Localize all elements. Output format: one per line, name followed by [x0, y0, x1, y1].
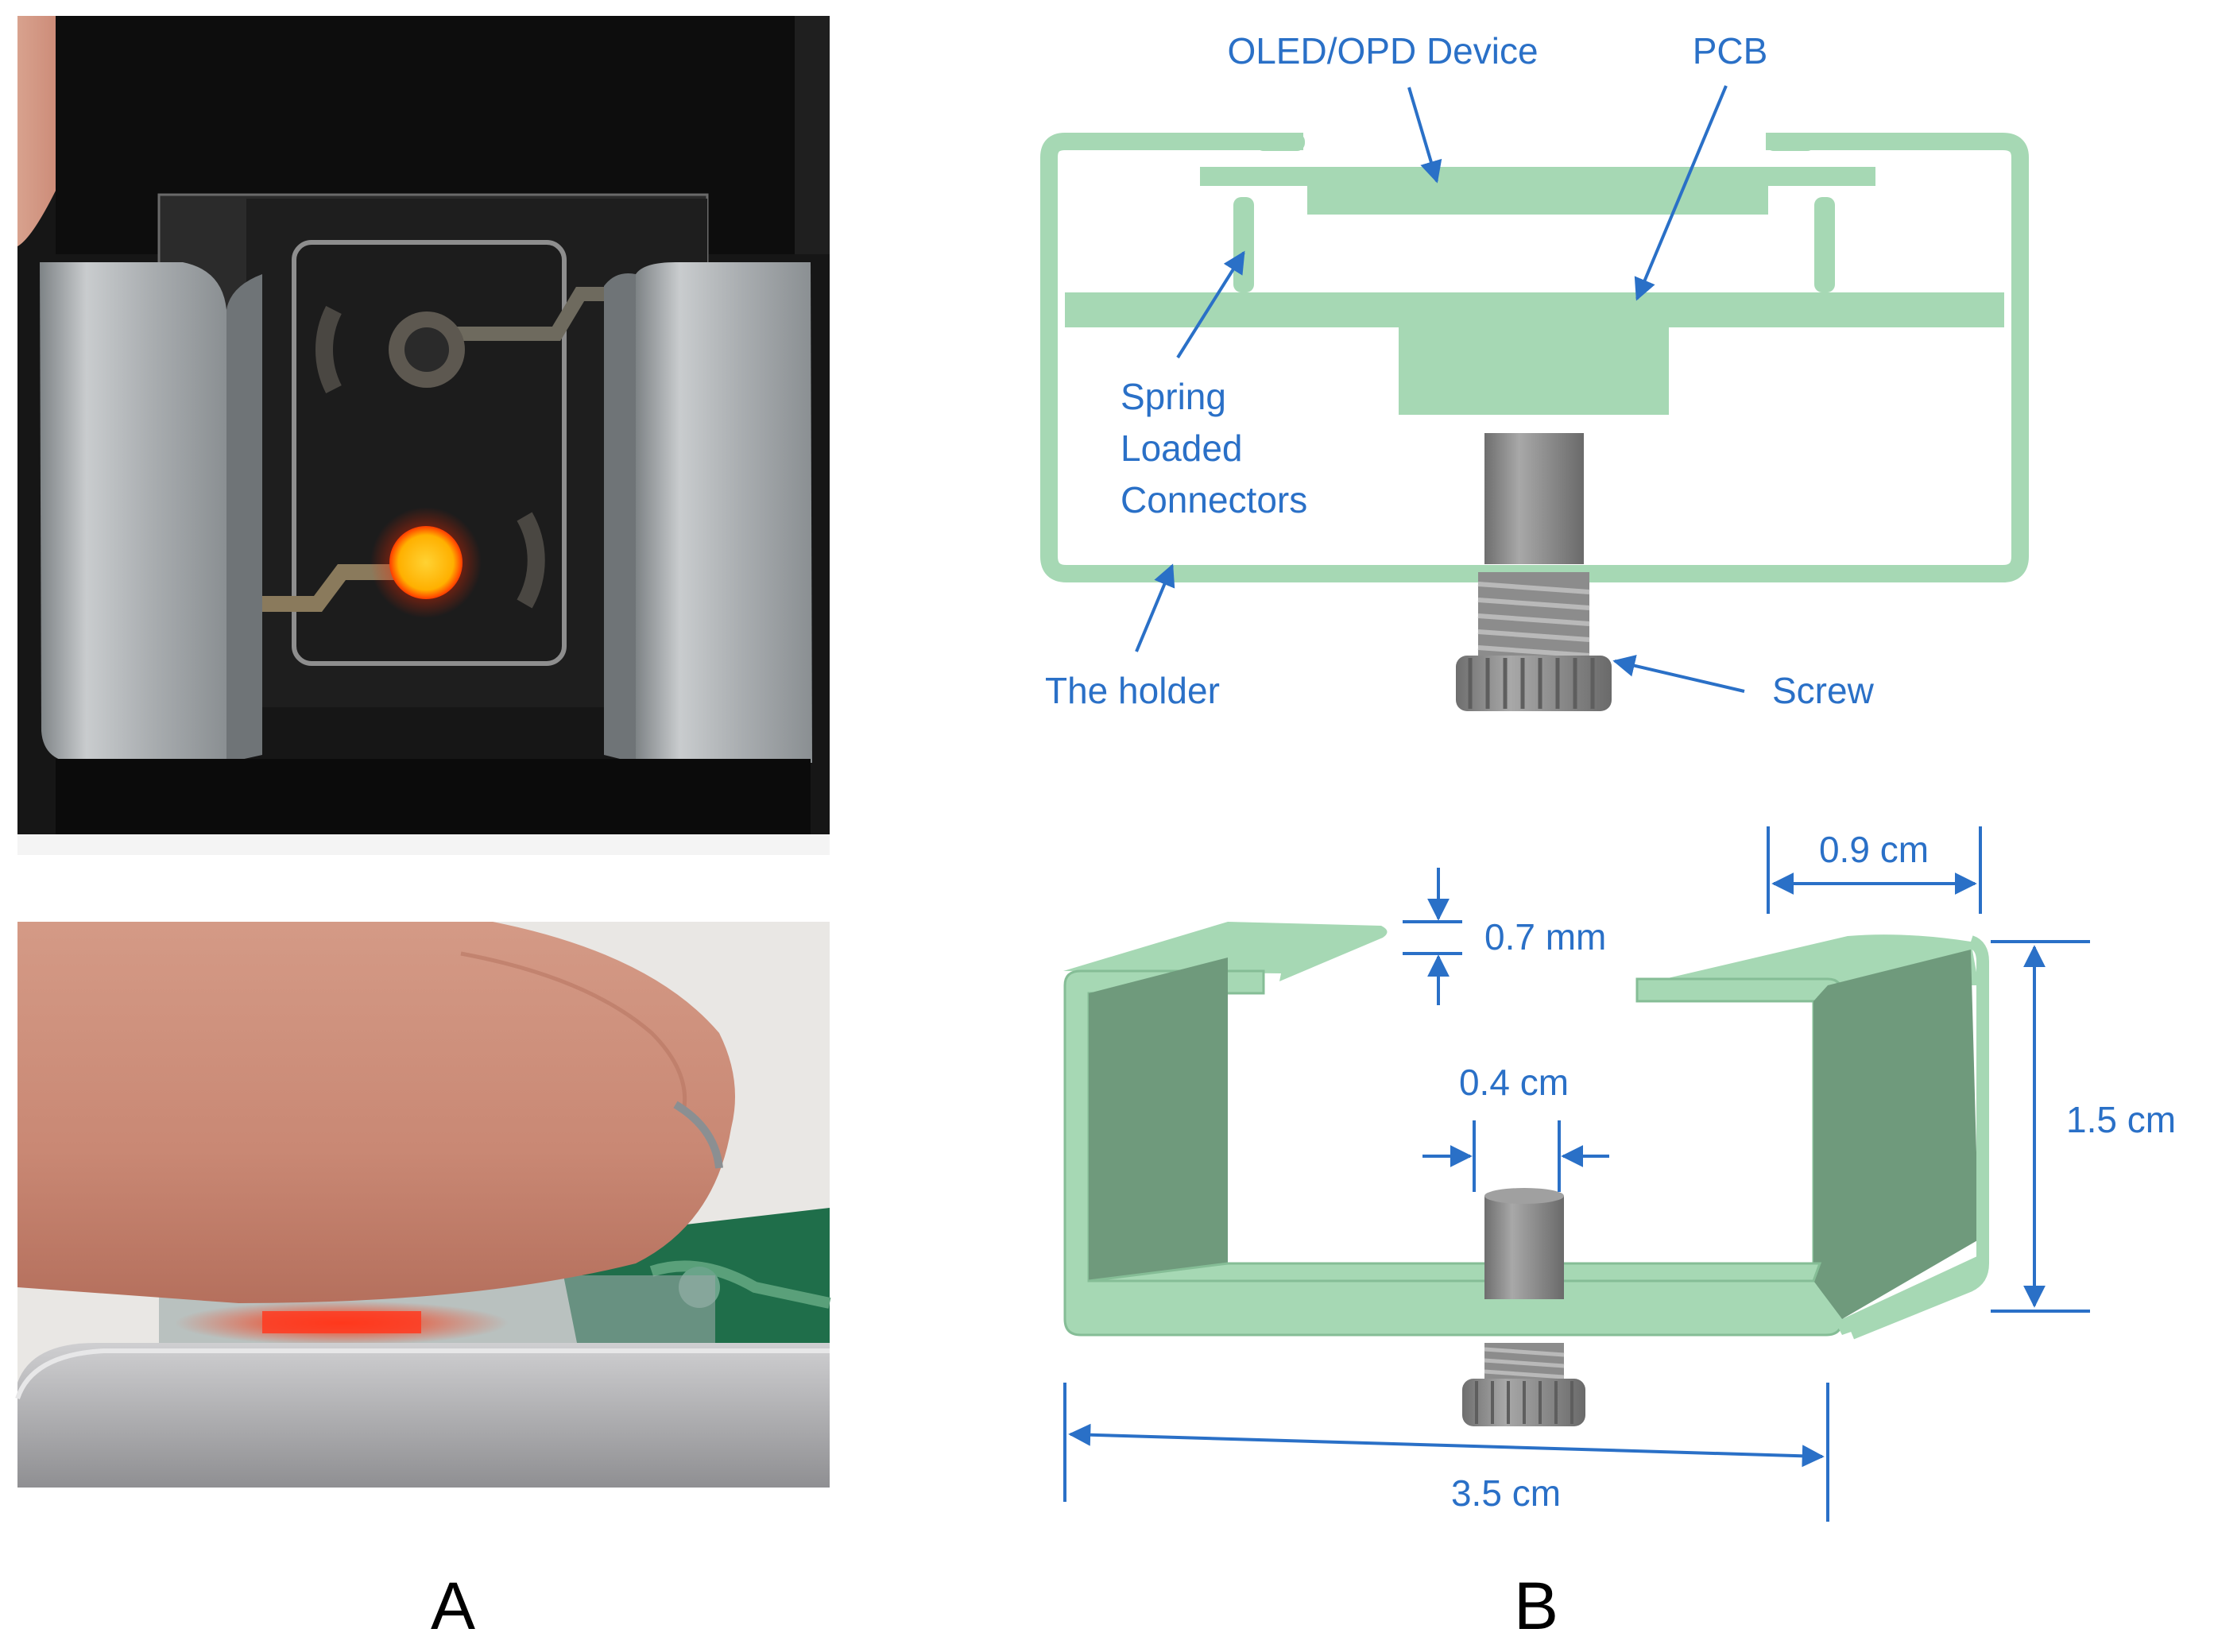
spring-connector-left [1233, 197, 1254, 292]
spring-connector-right [1814, 197, 1835, 292]
finger [17, 922, 735, 1303]
screw-threads [1477, 572, 1590, 660]
label-oled-opd-device: OLED/OPD Device [1227, 30, 1538, 72]
screw-head [1456, 656, 1612, 711]
dim-total-width: 3.5 cm [1451, 1472, 1561, 1514]
metal-clip-left [40, 262, 226, 763]
dim-height: 1.5 cm [2066, 1099, 2176, 1140]
dim-thickness: 0.7 mm [1484, 916, 1606, 958]
dim-post-width: 0.4 cm [1459, 1062, 1569, 1103]
holder-cross-section [1040, 133, 2029, 711]
label-spring-line2: Loaded [1121, 428, 1243, 469]
device-window [292, 240, 567, 666]
nut-block [1399, 327, 1669, 415]
dimension-annotations: 0.7 mm 0.9 cm 0.4 cm 1.5 cm 3.5 cm [1063, 826, 2176, 1522]
dim-opening-width: 0.9 cm [1819, 829, 1929, 870]
holder-tab-left [1256, 133, 1305, 151]
label-spring-line1: Spring [1121, 376, 1226, 417]
holder-3d-view [1063, 922, 1989, 1426]
led-emission [389, 526, 463, 599]
label-the-holder: The holder [1045, 670, 1220, 711]
bottom-screw-head [1462, 1379, 1585, 1426]
screw-shaft [1484, 433, 1584, 564]
label-screw: Screw [1772, 670, 1875, 711]
inner-wall-left [1089, 958, 1228, 1281]
photo-finger-on-sensor [15, 922, 831, 1488]
photo-device-in-holder [17, 16, 830, 855]
label-pcb: PCB [1693, 30, 1768, 72]
panel-letter-a: A [431, 1569, 475, 1643]
outer-wall-right [1813, 950, 1979, 1319]
top-annotations: OLED/OPD Device PCB Spring Loaded Connec… [1045, 30, 1875, 711]
metal-clip-front [17, 1343, 830, 1488]
label-spring-line3: Connectors [1121, 479, 1307, 520]
oled-opd-device [1200, 167, 1875, 186]
center-post [1484, 1196, 1564, 1299]
panel-letter-b: B [1514, 1569, 1558, 1643]
top-flange-left [1063, 922, 1388, 981]
metal-clip-right [636, 262, 812, 763]
holder-floor [1088, 1262, 1822, 1283]
pcb-board [1065, 292, 2004, 327]
holder-tab-right [1766, 133, 1815, 151]
